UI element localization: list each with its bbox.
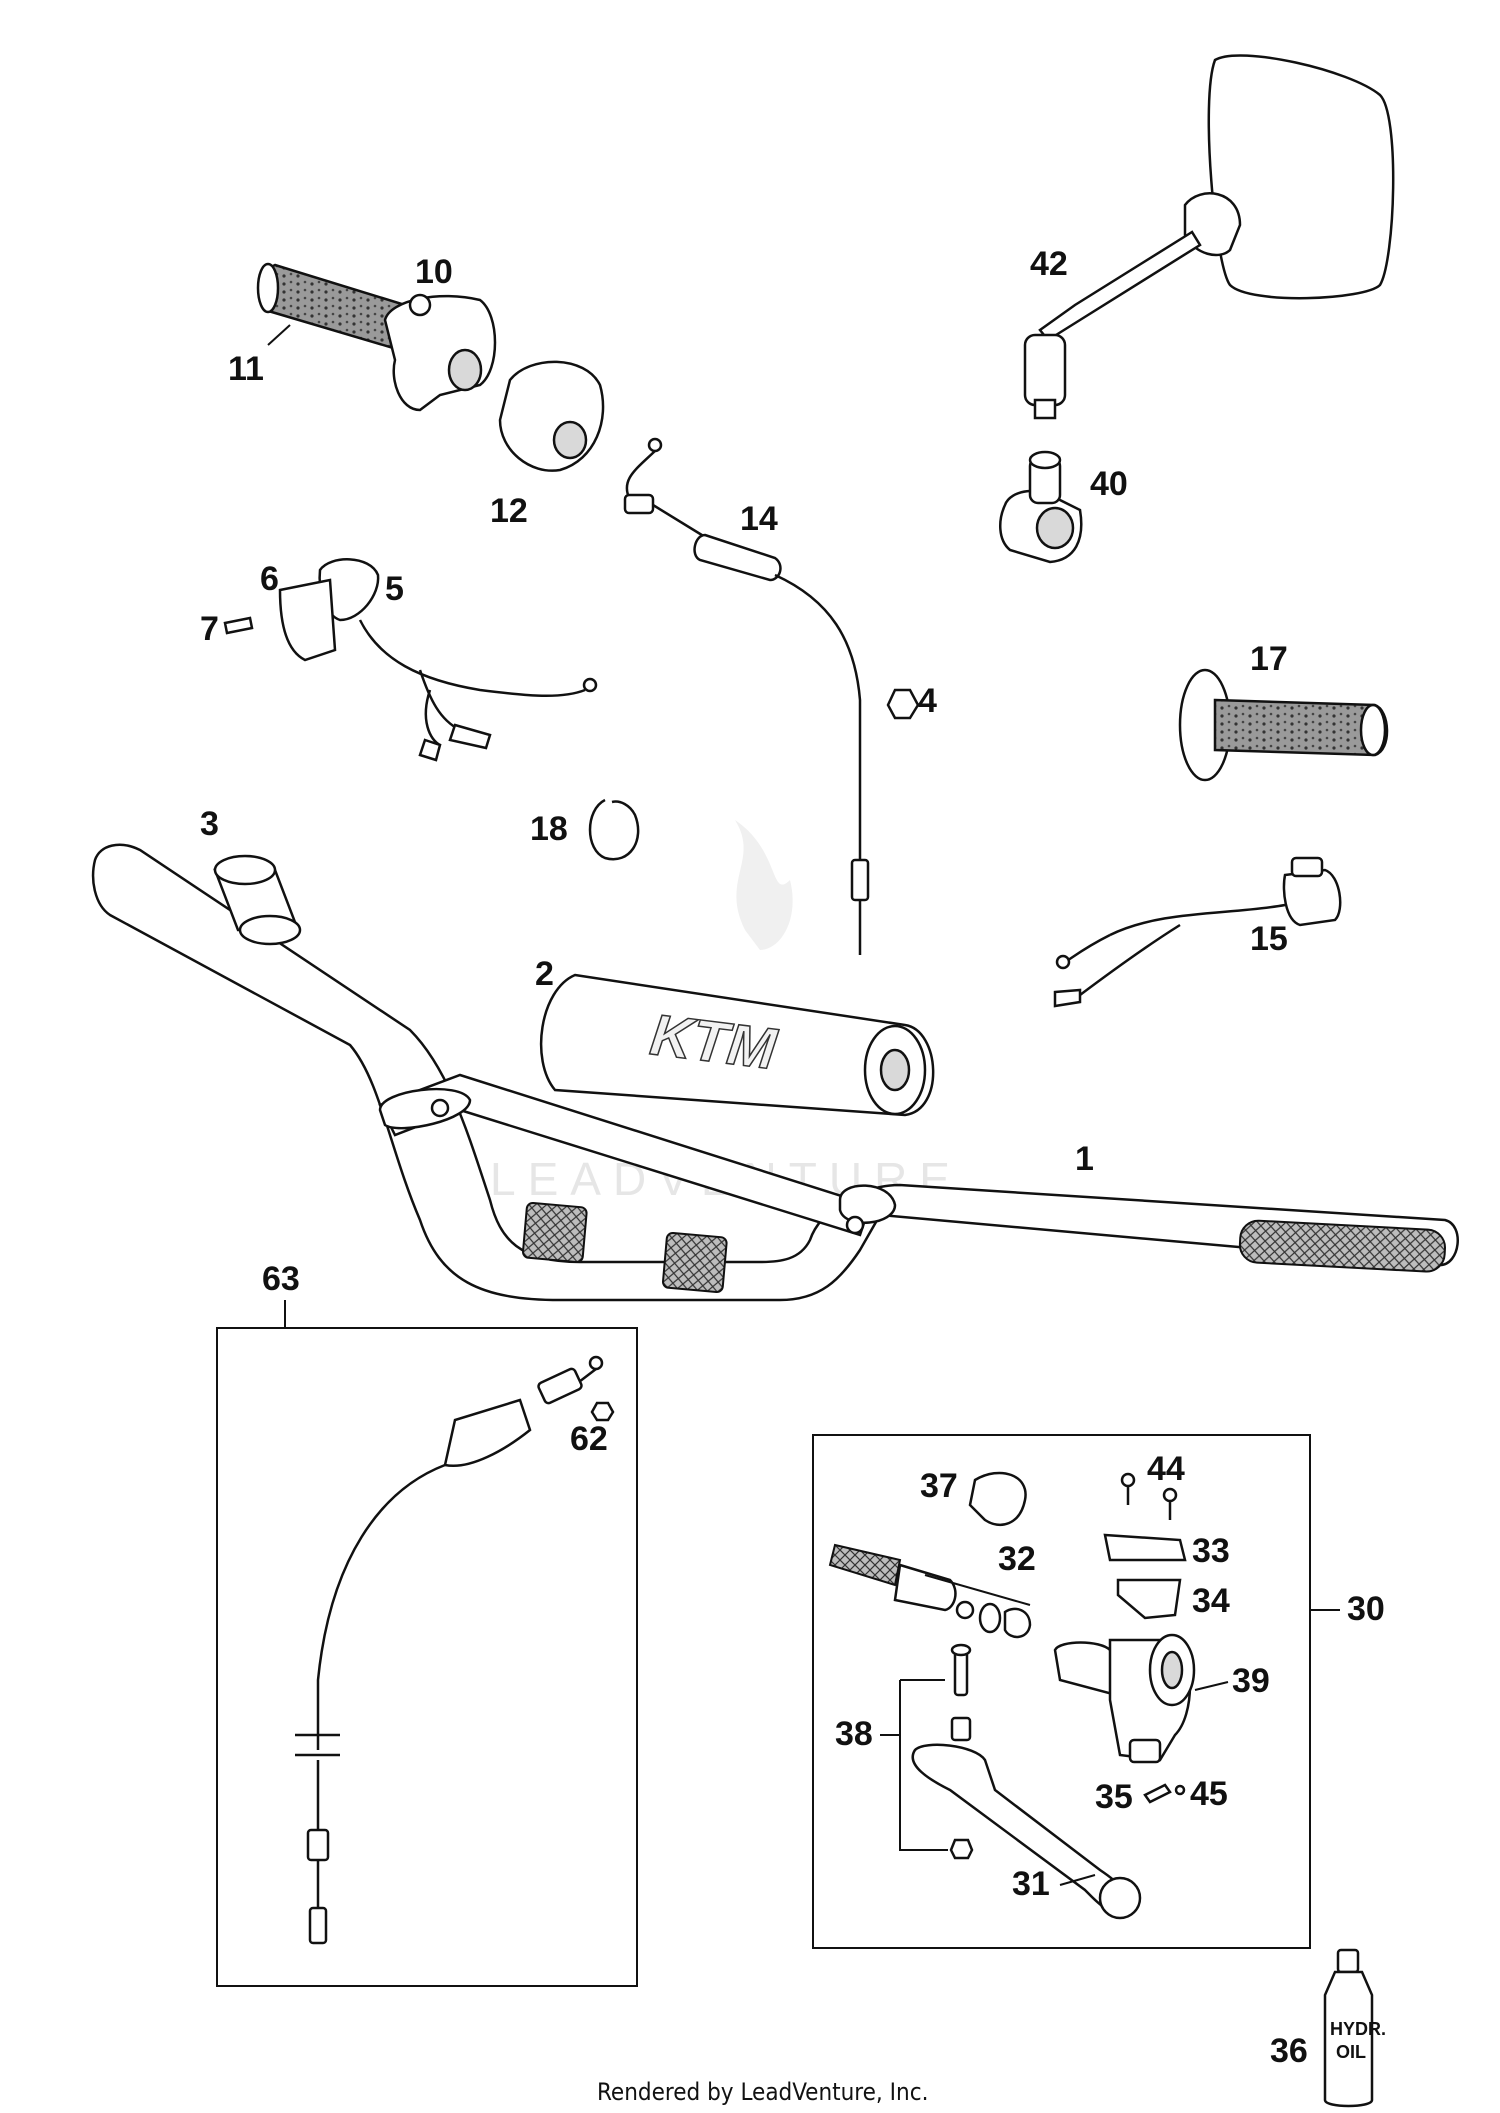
callout-40: 40 — [1090, 465, 1128, 503]
callout-34: 34 — [1192, 1582, 1230, 1620]
stop-switch — [1053, 856, 1342, 1008]
callout-1: 1 — [1075, 1140, 1094, 1178]
snap-ring — [588, 798, 640, 861]
clutch-cable — [295, 1355, 604, 1945]
callout-33: 33 — [1192, 1532, 1230, 1570]
kill-switch-assembly — [223, 558, 598, 762]
mirror-clamp — [999, 450, 1083, 564]
callout-44: 44 — [1147, 1450, 1185, 1488]
adjuster-screw — [1174, 1784, 1186, 1796]
pivot-hardware — [880, 1643, 974, 1860]
callout-2: 2 — [535, 955, 554, 993]
bushing — [213, 854, 302, 946]
master-cylinder-kit-box — [812, 1434, 1311, 1949]
callout-14: 14 — [740, 500, 778, 538]
callout-37: 37 — [920, 1467, 958, 1505]
master-cylinder-body — [1053, 1633, 1196, 1764]
callout-39: 39 — [1232, 1662, 1270, 1700]
callout-31: 31 — [1012, 1865, 1050, 1903]
diaphragm — [1116, 1578, 1182, 1620]
lever-spring — [1143, 1783, 1172, 1804]
footer-credit: Rendered by LeadVenture, Inc. — [597, 2078, 928, 2106]
piston-kit — [828, 1543, 1032, 1639]
mirror — [1023, 54, 1395, 420]
clutch-lever — [911, 1743, 1142, 1920]
oil-bottle-label-line2: OIL — [1336, 2042, 1366, 2062]
callout-7: 7 — [200, 610, 219, 648]
callout-18: 18 — [530, 810, 568, 848]
callout-10: 10 — [415, 253, 453, 291]
throttle-housing-cover — [498, 360, 605, 472]
handlebar — [91, 843, 1459, 1302]
callout-12: 12 — [490, 492, 528, 530]
reservoir-cap — [968, 1471, 1027, 1527]
callout-62: 62 — [570, 1420, 608, 1458]
nut — [886, 688, 920, 720]
callout-32: 32 — [998, 1540, 1036, 1578]
callout-5: 5 — [385, 570, 404, 608]
throttle-cable — [623, 437, 870, 955]
hydraulic-oil-bottle: HYDR. OIL — [1323, 1948, 1386, 2108]
callout-42: 42 — [1030, 245, 1068, 283]
callout-15: 15 — [1250, 920, 1288, 958]
callout-45: 45 — [1190, 1775, 1228, 1813]
callout-4: 4 — [918, 682, 937, 720]
reservoir-cover — [1103, 1533, 1187, 1562]
callout-38: 38 — [835, 1715, 873, 1753]
callout-6: 6 — [260, 560, 279, 598]
cover-screws — [1120, 1472, 1178, 1520]
callout-30: 30 — [1347, 1590, 1385, 1628]
callout-36: 36 — [1270, 2032, 1308, 2070]
callout-11: 11 — [228, 350, 264, 388]
nut-62 — [590, 1401, 615, 1422]
pad-brand-logo: KTM — [647, 1002, 781, 1082]
callout-17: 17 — [1250, 640, 1288, 678]
clutch-cable-kit-box — [216, 1327, 638, 1987]
callout-3: 3 — [200, 805, 219, 843]
callout-35: 35 — [1095, 1778, 1133, 1816]
throttle-grip-assembly — [256, 262, 497, 412]
oil-bottle-label-line1: HYDR. — [1330, 2019, 1386, 2039]
callout-63: 63 — [262, 1260, 300, 1298]
left-grip — [1178, 668, 1389, 782]
handlebar-pad: KTM — [539, 973, 935, 1117]
